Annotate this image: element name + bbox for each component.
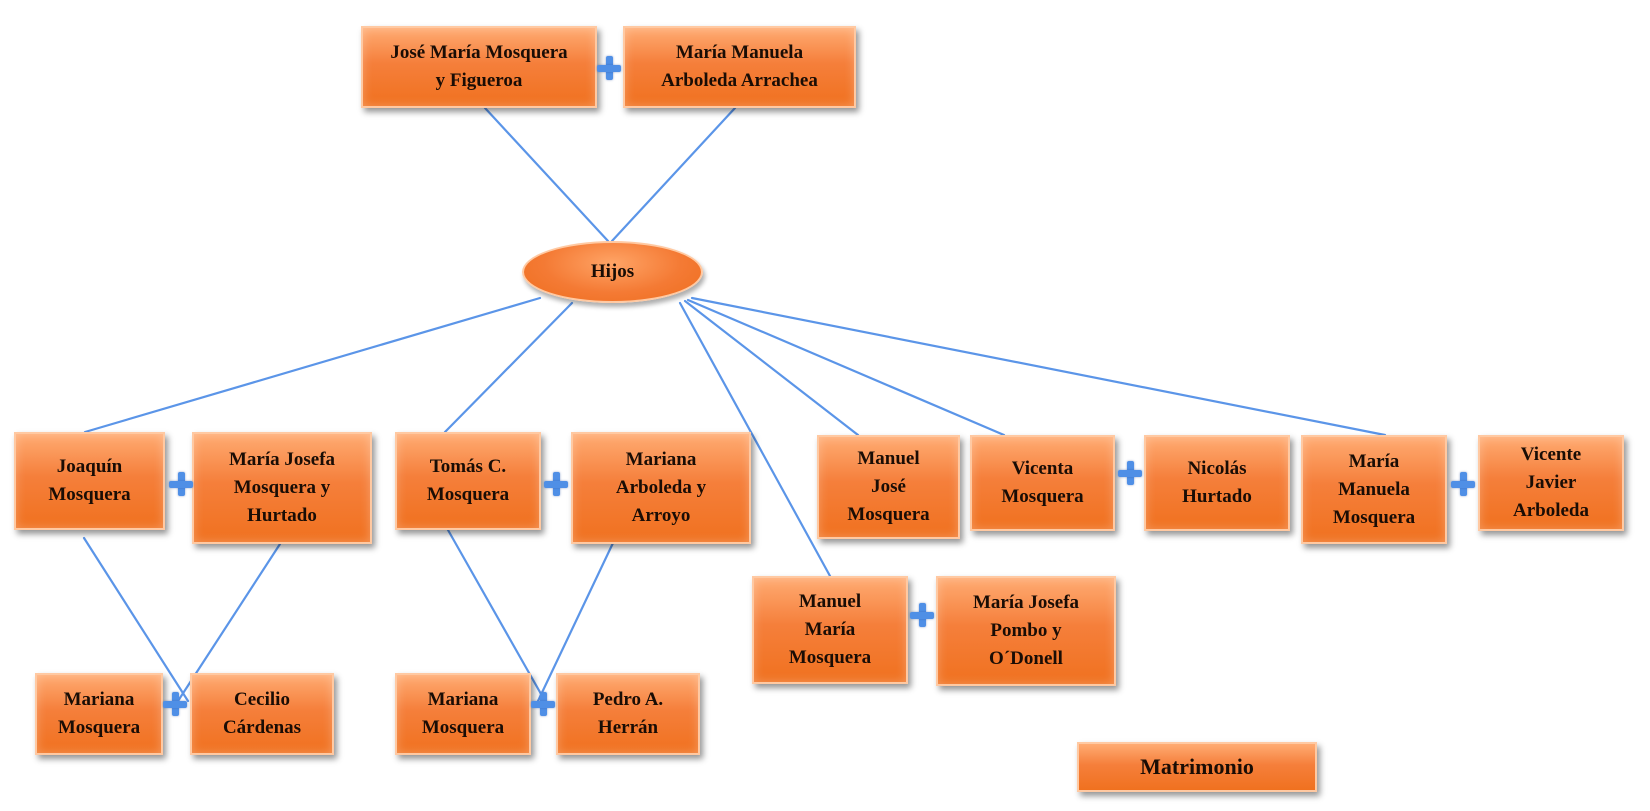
person-box-vicenta-spouse: Nicolás Hurtado [1144,435,1290,531]
legend-label: Matrimonio [1140,754,1254,779]
line-hijos-to-vicenta [686,298,1006,437]
line-mother-to-hijos [610,106,737,243]
marriage-plus-icon [1118,461,1142,485]
person-box-joaquin: Joaquín Mosquera [14,432,165,530]
person-name: Manuel María Mosquera [788,591,872,668]
marriage-plus-icon [1451,472,1475,496]
line-hijos-to-manuel-jose [683,299,860,437]
person-name: Manuel José Mosquera [847,448,930,525]
line-joaquin-to-mariana-1 [82,536,190,703]
person-box-manuel-maria-spouse: María Josefa Pombo y O´Donell [936,576,1116,686]
person-box-tomas-spouse: Mariana Arboleda y Arroyo [571,432,751,544]
marriage-plus-icon [531,692,555,716]
marriage-plus-icon [544,472,568,496]
person-box-father: José María Mosquera y Figueroa [361,26,597,108]
person-name: Pedro A. Herrán [592,689,664,738]
line-hijos-to-tomas [443,301,574,434]
person-name: María Josefa Pombo y O´Donell [972,592,1080,669]
person-name: Vicente Javier Arboleda [1513,444,1589,521]
line-tomas-spouse-to-mariana-2 [536,541,615,703]
person-name: María Josefa Mosquera y Hurtado [228,449,336,526]
legend-matrimonio: Matrimonio [1077,742,1317,792]
marriage-plus-icon [910,603,934,627]
person-box-maria-manuela-spouse: Vicente Javier Arboleda [1478,435,1624,531]
person-box-mother: María Manuela Arboleda Arrachea [623,26,856,108]
children-node-label: Hijos [590,261,635,282]
person-name: Vicenta Mosquera [1001,458,1084,507]
person-box-tomas: Tomás C. Mosquera [395,432,541,530]
marriage-plus-icon [597,56,621,80]
line-hijos-to-joaquin [83,296,542,434]
marriage-plus-icon [169,472,193,496]
person-box-manuel-jose: Manuel José Mosquera [817,435,960,539]
person-name: Nicolás Hurtado [1182,458,1252,507]
person-name: Joaquín Mosquera [48,456,131,505]
person-name: Cecilio Cárdenas [222,689,302,738]
person-box-vicenta: Vicenta Mosquera [970,435,1115,531]
person-box-mariana-mosquera-1: Mariana Mosquera [35,673,163,755]
line-hijos-to-manuel-maria [678,301,832,578]
person-name: Mariana Mosquera [57,689,141,738]
person-box-cecilio-cardenas: Cecilio Cárdenas [190,673,334,755]
person-name: Tomás C. Mosquera [426,456,510,505]
person-name: José María Mosquera y Figueroa [390,42,568,91]
person-name: Mariana Arboleda y Arroyo [615,449,707,526]
person-box-mariana-mosquera-2: Mariana Mosquera [395,673,531,755]
children-node: Hijos [522,241,703,303]
line-father-to-hijos [483,106,610,243]
person-box-maria-manuela: María Manuela Mosquera [1301,435,1447,544]
line-hijos-to-maria-manuela [690,296,1387,437]
person-box-pedro-herran: Pedro A. Herrán [556,673,700,755]
person-name: Mariana Mosquera [421,689,505,738]
person-box-manuel-maria: Manuel María Mosquera [752,576,908,684]
person-name: María Manuela Arboleda Arrachea [661,42,818,91]
person-name: María Manuela Mosquera [1332,450,1416,528]
marriage-plus-icon [163,692,187,716]
person-box-joaquin-spouse: María Josefa Mosquera y Hurtado [192,432,372,544]
line-tomas-to-mariana-2 [446,528,547,703]
